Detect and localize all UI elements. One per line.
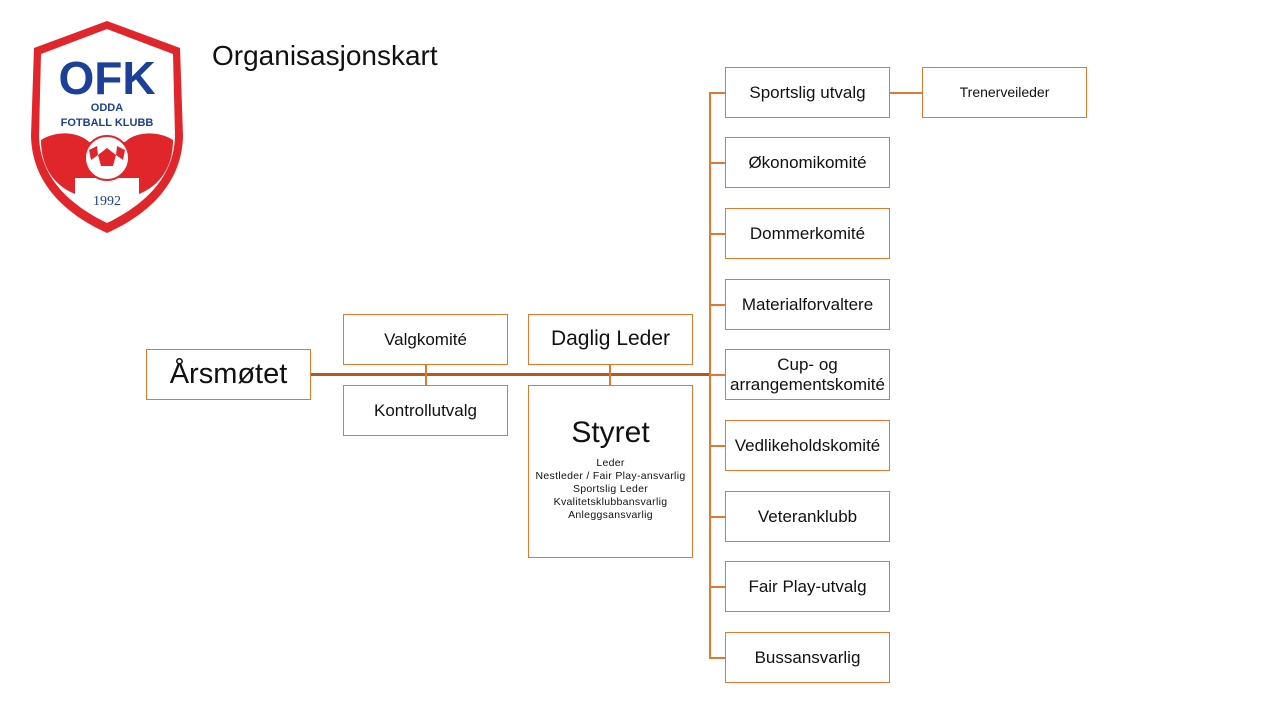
node-kontrollutvalg-label: Kontrollutvalg	[373, 400, 477, 420]
logo-line2: FOTBALL KLUBB	[61, 117, 154, 129]
committee-box: Økonomikomité	[725, 137, 890, 188]
committee-tick-line	[709, 586, 725, 588]
committee-label: Økonomikomité	[748, 152, 867, 172]
chart-title: Organisasjonskart	[212, 40, 438, 71]
committee-tick-line	[709, 233, 725, 235]
node-styret: Styret Leder Nestleder / Fair Play-ansva…	[528, 385, 693, 558]
committee-tick-line	[709, 374, 725, 376]
node-trenerveileder: Trenerveileder	[922, 67, 1087, 118]
committee-tick-line	[709, 445, 725, 447]
committee-box: Cup- og arrangementskomité	[725, 349, 890, 400]
committee-tick-line	[709, 516, 725, 518]
committee-label: Sportslig utvalg	[749, 82, 866, 102]
committee-tick-line	[709, 657, 725, 659]
trenerveileder-connector	[889, 92, 922, 94]
node-arsmotet: Årsmøtet	[146, 349, 311, 400]
committee-box: Sportslig utvalg	[725, 67, 890, 118]
node-daglig-leder: Daglig Leder	[528, 314, 693, 365]
committee-tick-line	[709, 92, 725, 94]
committee-box: Materialforvaltere	[725, 279, 890, 330]
committee-label: Dommerkomité	[749, 223, 866, 243]
logo-line1: ODDA	[91, 102, 123, 114]
committee-box: Bussansvarlig	[725, 632, 890, 683]
ball-crest-icon	[84, 135, 130, 181]
committee-label: Materialforvaltere	[741, 294, 874, 314]
committee-label: Fair Play-utvalg	[748, 576, 867, 596]
committee-label: Cup- og arrangementskomité	[730, 354, 885, 394]
committee-label: Bussansvarlig	[754, 647, 861, 667]
leder-styret-connector	[609, 364, 611, 385]
committee-box: Vedlikeholdskomité	[725, 420, 890, 471]
styret-member: Sportslig Leder	[572, 482, 649, 495]
styret-member: Kvalitetsklubbansvarlig	[553, 495, 668, 508]
node-valgkomite-label: Valgkomité	[384, 329, 467, 349]
logo-initials: OFK	[58, 52, 155, 104]
logo-year: 1992	[93, 194, 121, 209]
styret-member: Leder	[596, 456, 625, 469]
committee-box: Dommerkomité	[725, 208, 890, 259]
committee-box: Fair Play-utvalg	[725, 561, 890, 612]
committee-tick-line	[709, 304, 725, 306]
committee-tick-line	[709, 162, 725, 164]
node-styret-title: Styret	[571, 416, 650, 449]
node-trenerveileder-label: Trenerveileder	[959, 84, 1050, 101]
node-arsmotet-label: Årsmøtet	[169, 357, 288, 390]
node-valgkomite: Valgkomité	[343, 314, 508, 365]
committee-label: Veteranklubb	[757, 506, 858, 526]
main-connector-line	[310, 373, 710, 376]
styret-member: Anleggsansvarlig	[568, 508, 653, 521]
club-logo: OFK ODDA FOTBALL KLUBB 1992	[31, 21, 183, 233]
node-daglig-leder-label: Daglig Leder	[550, 327, 671, 351]
node-kontrollutvalg: Kontrollutvalg	[343, 385, 508, 436]
committee-box: Veteranklubb	[725, 491, 890, 542]
committee-label: Vedlikeholdskomité	[734, 435, 881, 455]
valg-kontroll-connector	[425, 364, 427, 385]
styret-member: Nestleder / Fair Play-ansvarlig	[535, 469, 686, 482]
